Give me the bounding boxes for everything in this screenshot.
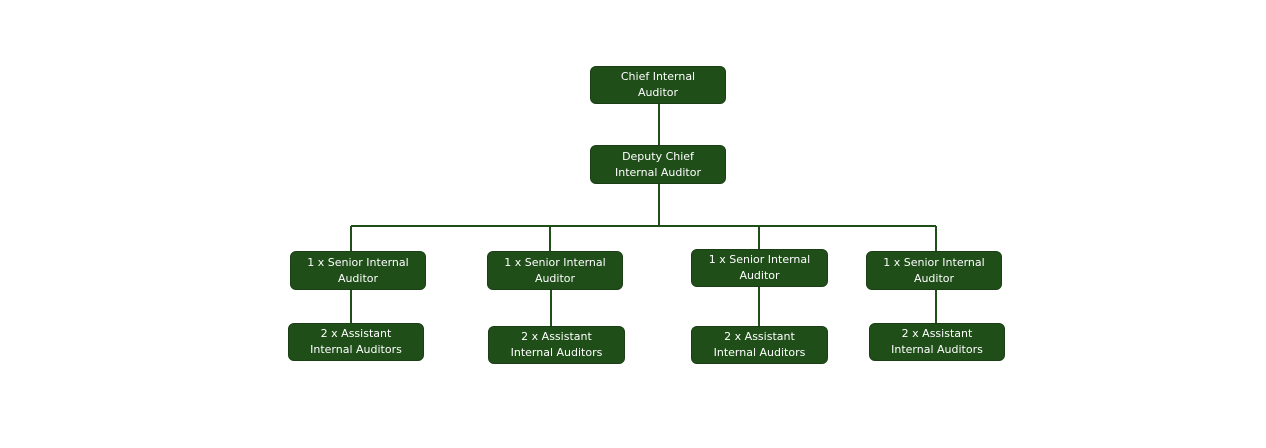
assistant-internal-auditors-node-1: 2 x Assistant Internal Auditors [288, 323, 424, 361]
deputy-chief-internal-auditor-node: Deputy Chief Internal Auditor [590, 145, 726, 184]
senior-internal-auditor-node-4: 1 x Senior Internal Auditor [866, 251, 1002, 290]
assistant-internal-auditors-node-4: 2 x Assistant Internal Auditors [869, 323, 1005, 361]
assistant-internal-auditors-node-2: 2 x Assistant Internal Auditors [488, 326, 625, 364]
senior-internal-auditor-node-2: 1 x Senior Internal Auditor [487, 251, 623, 290]
assistant-internal-auditors-node-3: 2 x Assistant Internal Auditors [691, 326, 828, 364]
chief-internal-auditor-node: Chief Internal Auditor [590, 66, 726, 104]
senior-internal-auditor-node-1: 1 x Senior Internal Auditor [290, 251, 426, 290]
senior-internal-auditor-node-3: 1 x Senior Internal Auditor [691, 249, 828, 287]
